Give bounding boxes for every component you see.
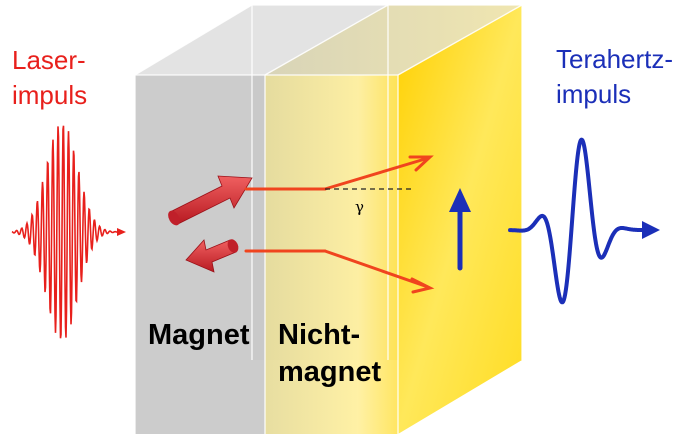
spin-current-lower (244, 249, 435, 294)
terahertz-pulse-label-line2: impuls (556, 79, 631, 109)
angle-label: γ (355, 198, 364, 216)
laser-pulse-arrowhead (117, 228, 126, 236)
magnet-top-face (135, 5, 388, 75)
nonmagnet-label-line2: magnet (278, 356, 381, 388)
spin-arrow-upper (168, 175, 253, 226)
magnet-label: Magnet (148, 319, 250, 351)
terahertz-pulse-waveform (508, 137, 650, 305)
slab-edges (134, 4, 523, 434)
terahertz-pulse-label-line1: Terahertz- (556, 44, 673, 74)
spin-current-upper (244, 155, 434, 191)
spin-arrow-lower (185, 239, 239, 273)
laser-pulse-waveform (11, 125, 121, 339)
laser-pulse-label-line2: impuls (12, 80, 87, 110)
charge-current-arrow (449, 188, 471, 271)
nonmagnet-top-face (265, 5, 522, 75)
nonmagnet-label-line1: Nicht- (278, 319, 360, 351)
terahertz-pulse-arrowhead (642, 221, 660, 239)
laser-pulse-label-line1: Laser- (12, 45, 86, 75)
